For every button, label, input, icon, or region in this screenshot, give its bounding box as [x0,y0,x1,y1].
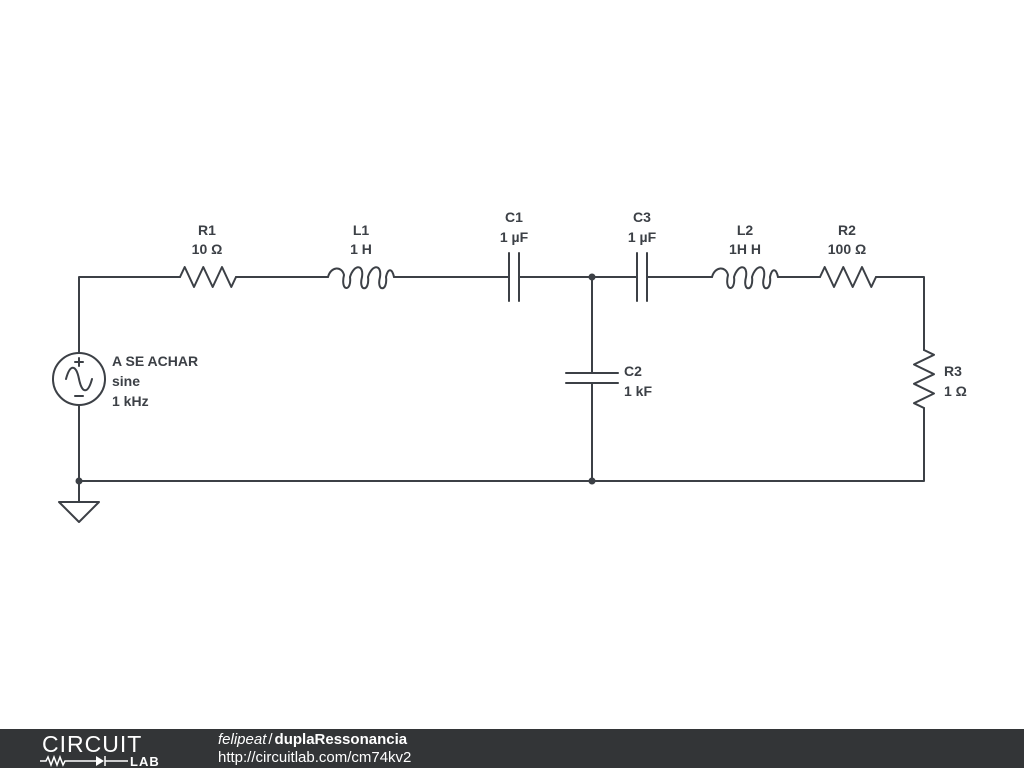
wire-left-top [78,276,181,354]
logo-word-bottom: LAB [130,754,160,767]
r1-name: R1 [198,222,216,238]
c1-name: C1 [505,209,523,225]
l2-name: L2 [737,222,754,238]
r2-resistor-symbol[interactable] [819,266,877,288]
circuit-name-link[interactable]: duplaRessonancia [274,731,408,748]
wire-r2-r3 [875,276,925,351]
logo-diode-icon [96,756,104,766]
c3-capacitor-symbol[interactable] [636,252,648,302]
sine-voltage-source-symbol[interactable] [52,352,106,406]
c1-value: 1 µF [500,229,529,245]
r3-name: R3 [944,363,962,379]
junction-top-node [588,273,596,281]
l1-name: L1 [353,222,370,238]
l2-inductor-symbol[interactable] [711,266,779,290]
footer-text: felipeat/duplaRessonancia http://circuit… [218,731,411,767]
ground-symbol[interactable] [58,501,100,523]
c2-capacitor-symbol[interactable] [565,372,619,384]
r1-value: 10 Ω [192,241,223,257]
r2-name: R2 [838,222,856,238]
c1-capacitor-symbol[interactable] [508,252,520,302]
logo-resistor-icon [40,754,96,767]
r1-resistor-symbol[interactable] [179,266,237,288]
wire-r3-bottom [78,407,925,482]
author-link[interactable]: felipeat [218,731,267,748]
c2-name: C2 [624,363,642,379]
r3-value: 1 Ω [944,383,967,399]
c3-value: 1 µF [628,229,657,245]
source-type: sine [112,373,140,389]
r3-resistor-symbol[interactable] [913,349,935,409]
source-frequency: 1 kHz [112,393,149,409]
footer-title-line: felipeat/duplaRessonancia [218,731,411,749]
c3-name: C3 [633,209,651,225]
wires [78,276,925,503]
footer-bar: CIRCUIT LAB felipeat/duplaRessonancia ht… [0,729,1024,768]
l1-value: 1 H [350,241,372,257]
logo-word-top: CIRCUIT [42,731,142,757]
c2-value: 1 kF [624,383,652,399]
circuit-schematic: R1 10 Ω L1 1 H C1 1 µF C3 1 µF L2 1H H R… [52,209,967,523]
circuitlab-logo[interactable]: CIRCUIT LAB [40,731,180,767]
title-separator: / [268,731,273,748]
junction-ground-node [75,477,83,485]
circuit-url-link[interactable]: http://circuitlab.com/cm74kv2 [218,749,412,766]
junction-bottom-node [588,477,596,485]
l1-inductor-symbol[interactable] [327,266,395,290]
source-name: A SE ACHAR [112,353,198,369]
r2-value: 100 Ω [828,241,866,257]
l2-value: 1H H [729,241,761,257]
